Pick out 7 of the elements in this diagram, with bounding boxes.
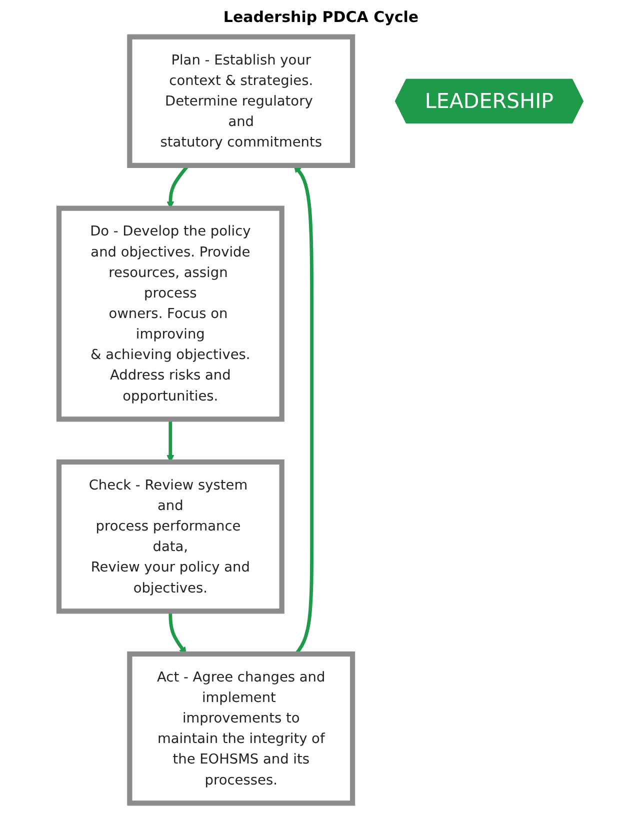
- arrow: [166, 419, 174, 462]
- node-box: Plan - Establish your context & strategies. Determine regulatory and statutory commitments: [127, 34, 356, 168]
- arrow: [168, 611, 187, 654]
- node-box: Do - Develop the policy and objectives. Provide resources, assign process owners. Focus on improving & achieving objectives. Address risks and opportunities.: [56, 206, 284, 422]
- diagram-title: Leadership PDCA Cycle: [222, 8, 420, 26]
- node-box: Check - Review system and process performance data, Review your policy and objectives.: [56, 459, 284, 614]
- node-box: Act - Agree changes and implement improvements to maintain the integrity of the EOHSMS and its processes.: [127, 651, 356, 806]
